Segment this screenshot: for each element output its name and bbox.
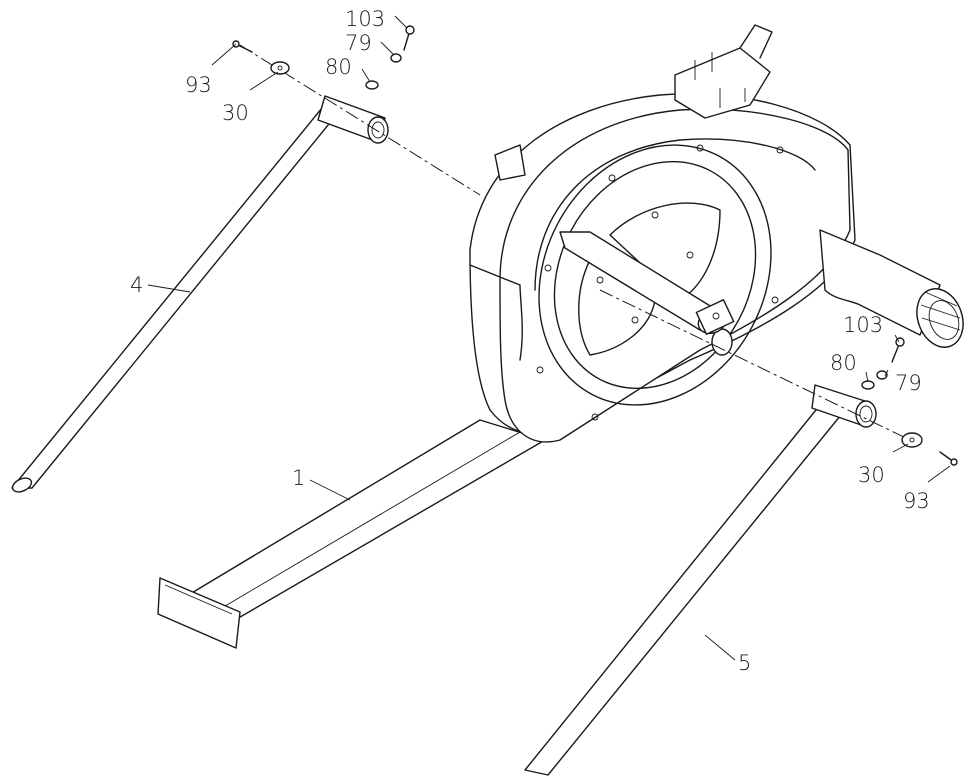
callout-93-left: 93 [185, 73, 212, 97]
right-hardware [861, 337, 958, 466]
right-tube [524, 384, 877, 776]
left-tube [11, 95, 389, 493]
callout-79-top: 79 [345, 31, 372, 55]
rear-leg-knob [819, 229, 964, 348]
callout-4: 4 [130, 273, 143, 297]
callout-80-top: 80 [325, 55, 352, 79]
left-hardware [232, 25, 415, 90]
callout-93-right: 93 [903, 489, 930, 513]
callout-5: 5 [738, 651, 751, 675]
console-bracket [674, 24, 773, 119]
callout-103-top: 103 [345, 7, 385, 31]
centerline-right [599, 289, 911, 441]
leader-lines [147, 15, 951, 661]
callout-30-left: 30 [222, 101, 249, 125]
callout-labels: 93 30 80 79 103 4 1 5 103 80 79 30 93 [130, 7, 930, 675]
callout-80-right: 80 [830, 351, 857, 375]
callout-1: 1 [292, 466, 305, 490]
callout-79-right: 79 [895, 371, 922, 395]
callout-30-right: 30 [858, 463, 885, 487]
callout-103-right: 103 [843, 313, 883, 337]
base-beam [157, 419, 546, 649]
centerline-left [239, 44, 481, 196]
main-housing [469, 93, 856, 443]
